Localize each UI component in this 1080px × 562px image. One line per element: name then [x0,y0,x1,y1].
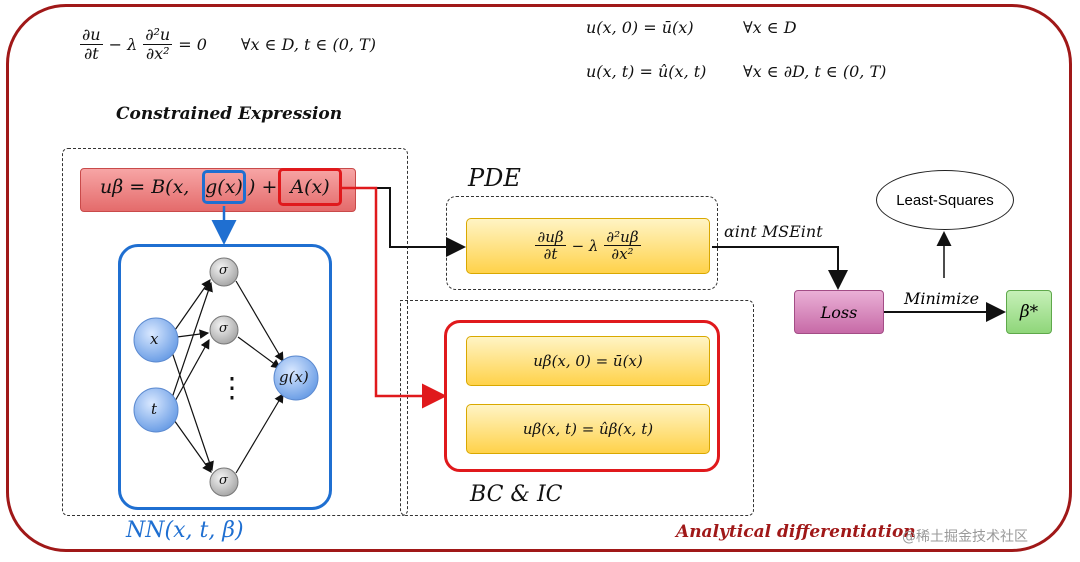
expression-to-pde-arrow [356,187,466,257]
nn-edge [176,329,210,339]
pde-den-2: ∂x² [145,43,170,63]
loss-label: Loss [820,302,858,322]
ic-constraint-box: uβ(x, 0) = ū(x) [466,336,710,386]
neural-network-box [118,244,332,510]
beta-star-label: β* [1019,302,1039,322]
pde-title: PDE [468,164,521,192]
pde-box-num-1: ∂uβ [535,227,566,247]
bc-constraint-label: uβ(x, t) = ûβ(x, t) [522,420,654,438]
governing-pde: ∂u∂t − λ ∂²u∂x² = 0 ∀x ∈ D, t ∈ (0, T) [78,26,376,63]
a-of-x-to-bc-ic-arrow [342,186,447,409]
hidden-sigma-label-2: σ [219,321,228,336]
pde-residual-box: ∂uβ∂t − λ ∂²uβ∂x² [466,218,710,274]
hidden-node-1 [209,257,239,287]
bc-ic-title: BC & IC [470,482,563,507]
bc-domain: ∀x ∈ ∂D, t ∈ (0, T) [743,62,887,81]
minimize-label: Minimize [904,289,980,308]
nn-edge [235,392,284,474]
pde-tail: = 0 [178,34,207,54]
input-x-label: x [150,330,159,348]
mse-label: αint MSEint [724,222,823,241]
pde-box-den-1: ∂t [543,245,558,264]
input-t-label: t [151,400,158,418]
pde-mid: − λ [108,34,138,54]
loss-box: Loss [794,290,884,334]
nn-edge [171,281,213,399]
pde-to-loss-arrow [712,246,848,290]
constrained-expression-title: Constrained Expression [116,104,343,124]
watermark: @稀土掘金技术社区 [902,529,1028,545]
nn-edge [171,351,214,472]
pde-box-den-2: ∂x² [611,245,634,264]
pde-num-1: ∂u [80,25,103,45]
outer-frame [6,4,1072,552]
pde-box-mid: − λ [571,237,599,255]
pde-den-1: ∂t [83,43,99,63]
hidden-sigma-label-1: σ [219,263,228,278]
output-node [273,355,319,401]
hidden-sigma-label-3: σ [219,473,228,488]
input-node-x [133,317,179,363]
close-plus: ) + [248,176,278,198]
output-label: g(x) [279,368,309,386]
pde-domain: ∀x ∈ D, t ∈ (0, T) [240,34,376,54]
bc-equation: u(x, t) = û(x, t) [586,62,707,81]
least-squares-ellipse: Least-Squares [876,170,1014,230]
nn-edge [237,336,281,369]
input-node-t [133,387,179,433]
nn-edges [171,279,284,474]
nn-edge [235,280,284,363]
hidden-node-3 [209,467,239,497]
ic-equation: u(x, 0) = ū(x) [586,18,694,37]
constrained-expression-region [62,148,408,516]
hidden-node-2 [209,315,239,345]
nn-edge [173,338,210,404]
bc-ic-region [400,300,754,516]
u-beta-lhs: uβ = B(x, [100,176,190,198]
nn-edge [174,279,211,331]
bc-constraint-box: uβ(x, t) = ûβ(x, t) [466,404,710,454]
g-of-x-highlight: g(x) [202,170,246,204]
ic-domain: ∀x ∈ D [743,18,797,37]
pde-num-2: ∂²u [143,25,173,45]
beta-star-box: β* [1006,290,1052,334]
a-of-x-highlight: A(x) [278,168,342,206]
ic-constraint-label: uβ(x, 0) = ū(x) [533,352,643,370]
hidden-ellipsis: ⋮ [218,371,246,404]
analytical-differentiation-label: Analytical differentiation [676,522,916,542]
least-squares-label: Least-Squares [896,191,994,209]
pde-box-num-2: ∂²uβ [604,227,641,247]
nn-caption: NN(x, t, β) [126,518,244,543]
nn-edge [173,419,212,473]
